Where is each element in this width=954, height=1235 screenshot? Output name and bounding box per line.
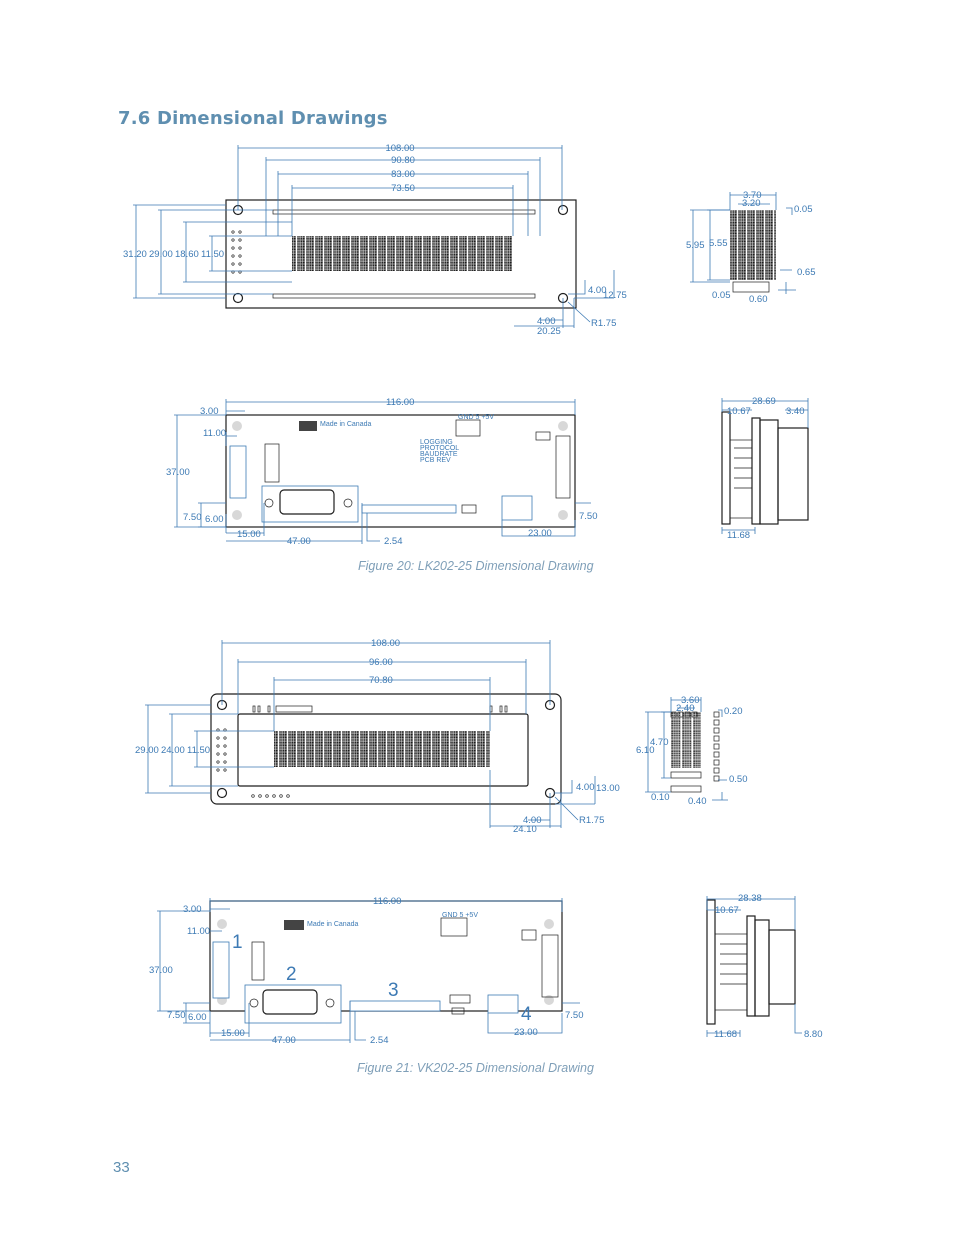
vk-char-gap2: 0.50 [729, 774, 748, 785]
char-w2: 3.20 [742, 198, 761, 209]
dim-hole-h: 4.00 [537, 316, 556, 327]
back-dim-width: 116.00 [386, 397, 414, 408]
vk-dim-view: 96.00 [369, 657, 393, 668]
vk-back-dim-254: 2.54 [370, 1035, 389, 1046]
vk-dim-hole-v: 13.00 [596, 783, 620, 794]
vk-side-d3: 11.68 [714, 1029, 737, 1040]
vk-char-gap3: 0.10 [651, 792, 670, 803]
side-d1: 10.67 [727, 406, 751, 417]
vk-char-h2: 4.70 [650, 737, 669, 748]
back-dim-750: 7.50 [183, 512, 202, 523]
dim-height: 31.20 [123, 249, 147, 260]
dim-radius: R1.75 [591, 318, 616, 329]
vk-back-dim-750: 7.50 [167, 1010, 186, 1021]
dim-offset: 20.25 [537, 326, 561, 337]
vk202-top-pins [252, 705, 508, 713]
vk-back-dim-top: 3.00 [183, 904, 202, 915]
vk202-side-pins [216, 728, 227, 772]
back-dim-11: 11.00 [203, 428, 226, 439]
page-number: 33 [113, 1159, 130, 1176]
vk-side-d4: 8.80 [804, 1029, 823, 1040]
figure-21-caption: Figure 21: VK202-25 Dimensional Drawing [357, 1061, 594, 1075]
vk-back-dim-width: 116.00 [373, 896, 401, 907]
vk-dim-width: 108.00 [371, 638, 400, 649]
vk-gnd-label: GND 5 +5V [442, 912, 478, 919]
dim-width: 108.00 [385, 143, 414, 154]
vk-char-pitch: 0.40 [688, 796, 707, 807]
vk-dim-hole: 4.00 [576, 782, 595, 793]
dim-hole: 4.00 [588, 285, 607, 296]
vk-dim-hole-h: 4.00 [523, 815, 542, 826]
char-h2: 5.55 [709, 238, 728, 249]
vk-char-w2: 2.40 [676, 703, 695, 714]
vk202-side-view: 28.38 10.67 11.68 8.80 [706, 893, 823, 1040]
back-dim-254: 2.54 [384, 536, 403, 547]
back-dim-top: 3.00 [200, 406, 219, 417]
logo-text: Made in Canada [320, 421, 371, 428]
char-pitch: 0.60 [749, 294, 768, 305]
dim-bezel: 90.80 [391, 155, 415, 166]
vk202-back-view: Made in Canada GND 5 +5V 1 2 3 4 116.00 … [149, 896, 584, 1046]
vk202-front-view: 108.00 96.00 70.80 29.00 24.00 11.50 4.0… [135, 638, 620, 835]
label-1: 1 [232, 932, 243, 953]
vk-char-h: 6.10 [636, 745, 655, 756]
back-dim-600: 6.00 [205, 514, 224, 525]
lk202-front-pins [231, 230, 242, 274]
label-4: 4 [521, 1004, 532, 1025]
vk-back-dim-11: 11.00 [187, 926, 210, 937]
vk-dim-h1: 29.00 [135, 745, 159, 756]
vk-dim-active: 70.80 [369, 675, 393, 686]
vk-back-dim-600: 6.00 [188, 1012, 207, 1023]
back-dim-4700: 47.00 [287, 536, 311, 547]
lk202-character-detail: 3.70 3.20 5.95 5.55 0.05 0.65 0.05 0.60 [686, 190, 816, 305]
dim-h3: 18.60 [175, 249, 199, 260]
side-d2: 3.40 [786, 406, 805, 417]
side-d3: 11.68 [727, 530, 750, 541]
vk-dim-h3: 11.50 [187, 745, 210, 756]
vk-char-gap: 0.20 [724, 706, 743, 717]
char-w: 3.70 [743, 190, 762, 201]
back-dim-height: 37.00 [166, 467, 190, 478]
vk-dim-radius: R1.75 [579, 815, 604, 826]
gnd-label: GND 5 +5V [458, 414, 494, 421]
figure-20-caption: Figure 20: LK202-25 Dimensional Drawing [358, 559, 594, 573]
vk-back-dim-2300: 23.00 [514, 1027, 538, 1038]
vk202-character-detail: 3.60 2.40 6.10 4.70 0.20 0.50 0.10 0.40 [636, 695, 748, 807]
char-gap3: 0.05 [712, 290, 731, 301]
char-gap: 0.05 [794, 204, 813, 215]
back-dim-2300: 23.00 [528, 528, 552, 539]
lk202-front-view: 108.00 90.80 83.00 73.50 31.20 29.00 18.… [123, 143, 627, 337]
vk-back-dim-4700: 47.00 [272, 1035, 296, 1046]
dim-hole-v: 12.75 [603, 290, 627, 301]
back-dim-750r: 7.50 [579, 511, 598, 522]
dim-h2: 29.00 [149, 249, 173, 260]
back-dim-1500: 15.00 [237, 529, 261, 540]
vk202-bottom-pins [251, 794, 290, 798]
dim-view: 83.00 [391, 169, 415, 180]
dim-h4: 11.50 [201, 249, 224, 260]
dim-active: 73.50 [391, 183, 415, 194]
section-heading: 7.6 Dimensional Drawings [118, 108, 388, 129]
lk202-side-view: 28.69 10.67 3.40 11.68 [721, 396, 809, 541]
char-gap2: 0.65 [797, 267, 816, 278]
label-3: 3 [388, 980, 399, 1001]
side-total: 28.69 [752, 396, 776, 407]
vk-back-dim-1500: 15.00 [221, 1028, 245, 1039]
vk-logo-text: Made in Canada [307, 921, 358, 928]
vk-side-d1: 10.67 [715, 905, 739, 916]
vk-back-dim-height: 37.00 [149, 965, 173, 976]
vk-dim-h2: 24.00 [161, 745, 185, 756]
label-2: 2 [286, 964, 297, 985]
vk-dim-offset: 24.10 [513, 824, 537, 835]
vk-char-w: 3.60 [681, 695, 700, 706]
vk-back-dim-750r: 7.50 [565, 1010, 584, 1021]
vk-side-total: 28.38 [738, 893, 762, 904]
char-h: 5.95 [686, 240, 705, 251]
